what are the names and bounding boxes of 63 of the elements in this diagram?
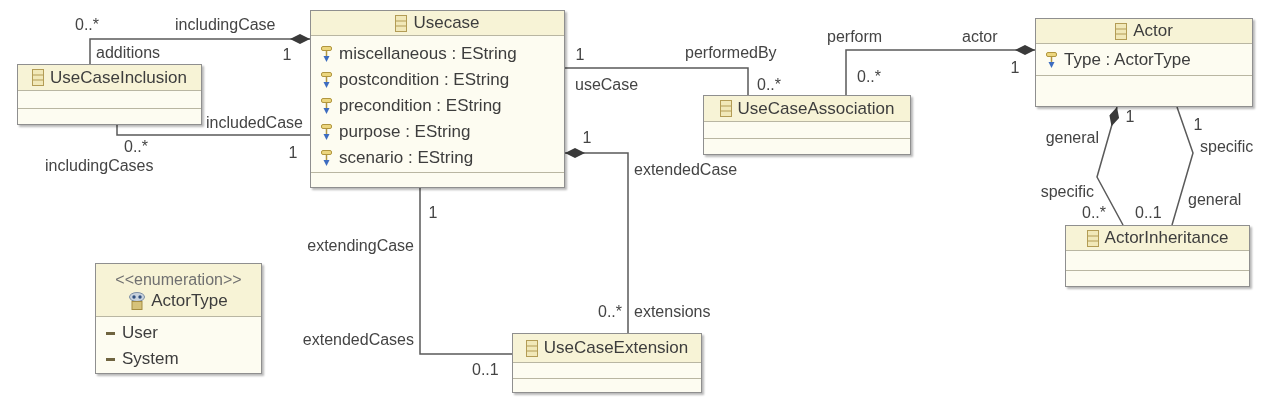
role-label: includingCase — [175, 16, 276, 34]
association-line — [845, 45, 1036, 96]
role-label: actor — [962, 28, 998, 46]
multiplicity-label: 1 — [1193, 116, 1203, 134]
multiplicity-label: 0..1 — [472, 361, 499, 379]
role-label: includingCases — [45, 157, 154, 175]
enum-literal: System — [122, 349, 179, 369]
class-box — [1065, 225, 1250, 287]
class-name: UseCaseExtension — [543, 338, 689, 358]
role-label: includedCase — [206, 114, 303, 132]
multiplicity-label: 1 — [582, 129, 592, 147]
class-name: ActorInheritance — [1104, 228, 1229, 248]
enumeration-box — [95, 263, 262, 374]
enum-literal: User — [122, 323, 158, 343]
role-label: extendedCases — [302, 331, 414, 349]
multiplicity-label: 0..1 — [1135, 204, 1162, 222]
enumeration-name: ActorType — [151, 291, 228, 311]
multiplicity-label: 1 — [1125, 108, 1135, 126]
association-line — [116, 124, 311, 136]
attribute-text: scenario : EString — [339, 148, 474, 168]
multiplicity-label: 0..* — [75, 16, 99, 34]
class-name: UseCaseAssociation — [737, 98, 895, 119]
attribute-text: Type : ActorType — [1064, 50, 1191, 70]
association-line — [1171, 106, 1194, 226]
multiplicity-label: 1 — [282, 46, 292, 64]
stereotype-label: <<enumeration>> — [115, 270, 242, 290]
class-box — [1035, 18, 1253, 107]
attribute-text: postcondition : EString — [339, 70, 510, 90]
role-label: extendedCase — [634, 161, 738, 179]
multiplicity-label: 1 — [1010, 59, 1020, 77]
class-box — [310, 10, 565, 188]
class-box — [512, 333, 702, 393]
multiplicity-label: 0..* — [598, 303, 622, 321]
multiplicity-label: 0..* — [1082, 204, 1106, 222]
role-label: additions — [96, 44, 161, 62]
multiplicity-label: 1 — [288, 144, 298, 162]
multiplicity-label: 0..* — [757, 76, 781, 94]
role-label: specific — [1040, 183, 1094, 201]
attribute-text: precondition : EString — [339, 96, 502, 116]
association-line — [564, 148, 629, 334]
multiplicity-label: 0..* — [857, 68, 881, 86]
class-name: Usecase — [413, 13, 480, 33]
multiplicity-label: 1 — [575, 46, 585, 64]
class-box — [703, 95, 911, 155]
association-line — [419, 187, 513, 355]
association-line — [564, 67, 749, 96]
class-box — [17, 64, 202, 125]
class-name: Actor — [1133, 21, 1173, 41]
association-line — [1096, 106, 1124, 226]
role-label: general — [1045, 129, 1099, 147]
role-label: general — [1188, 191, 1242, 209]
attribute-text: miscellaneous : EString — [339, 44, 517, 64]
role-label: useCase — [575, 76, 639, 94]
multiplicity-label: 1 — [428, 204, 438, 222]
role-label: performedBy — [685, 44, 777, 62]
role-label: extendingCase — [307, 237, 414, 255]
association-line — [89, 34, 311, 65]
role-label: extensions — [634, 303, 711, 321]
role-label: perform — [827, 28, 883, 46]
multiplicity-label: 0..* — [124, 138, 148, 156]
class-name: UseCaseInclusion — [50, 67, 187, 88]
role-label: specific — [1200, 138, 1254, 156]
attribute-text: purpose : EString — [339, 122, 471, 142]
